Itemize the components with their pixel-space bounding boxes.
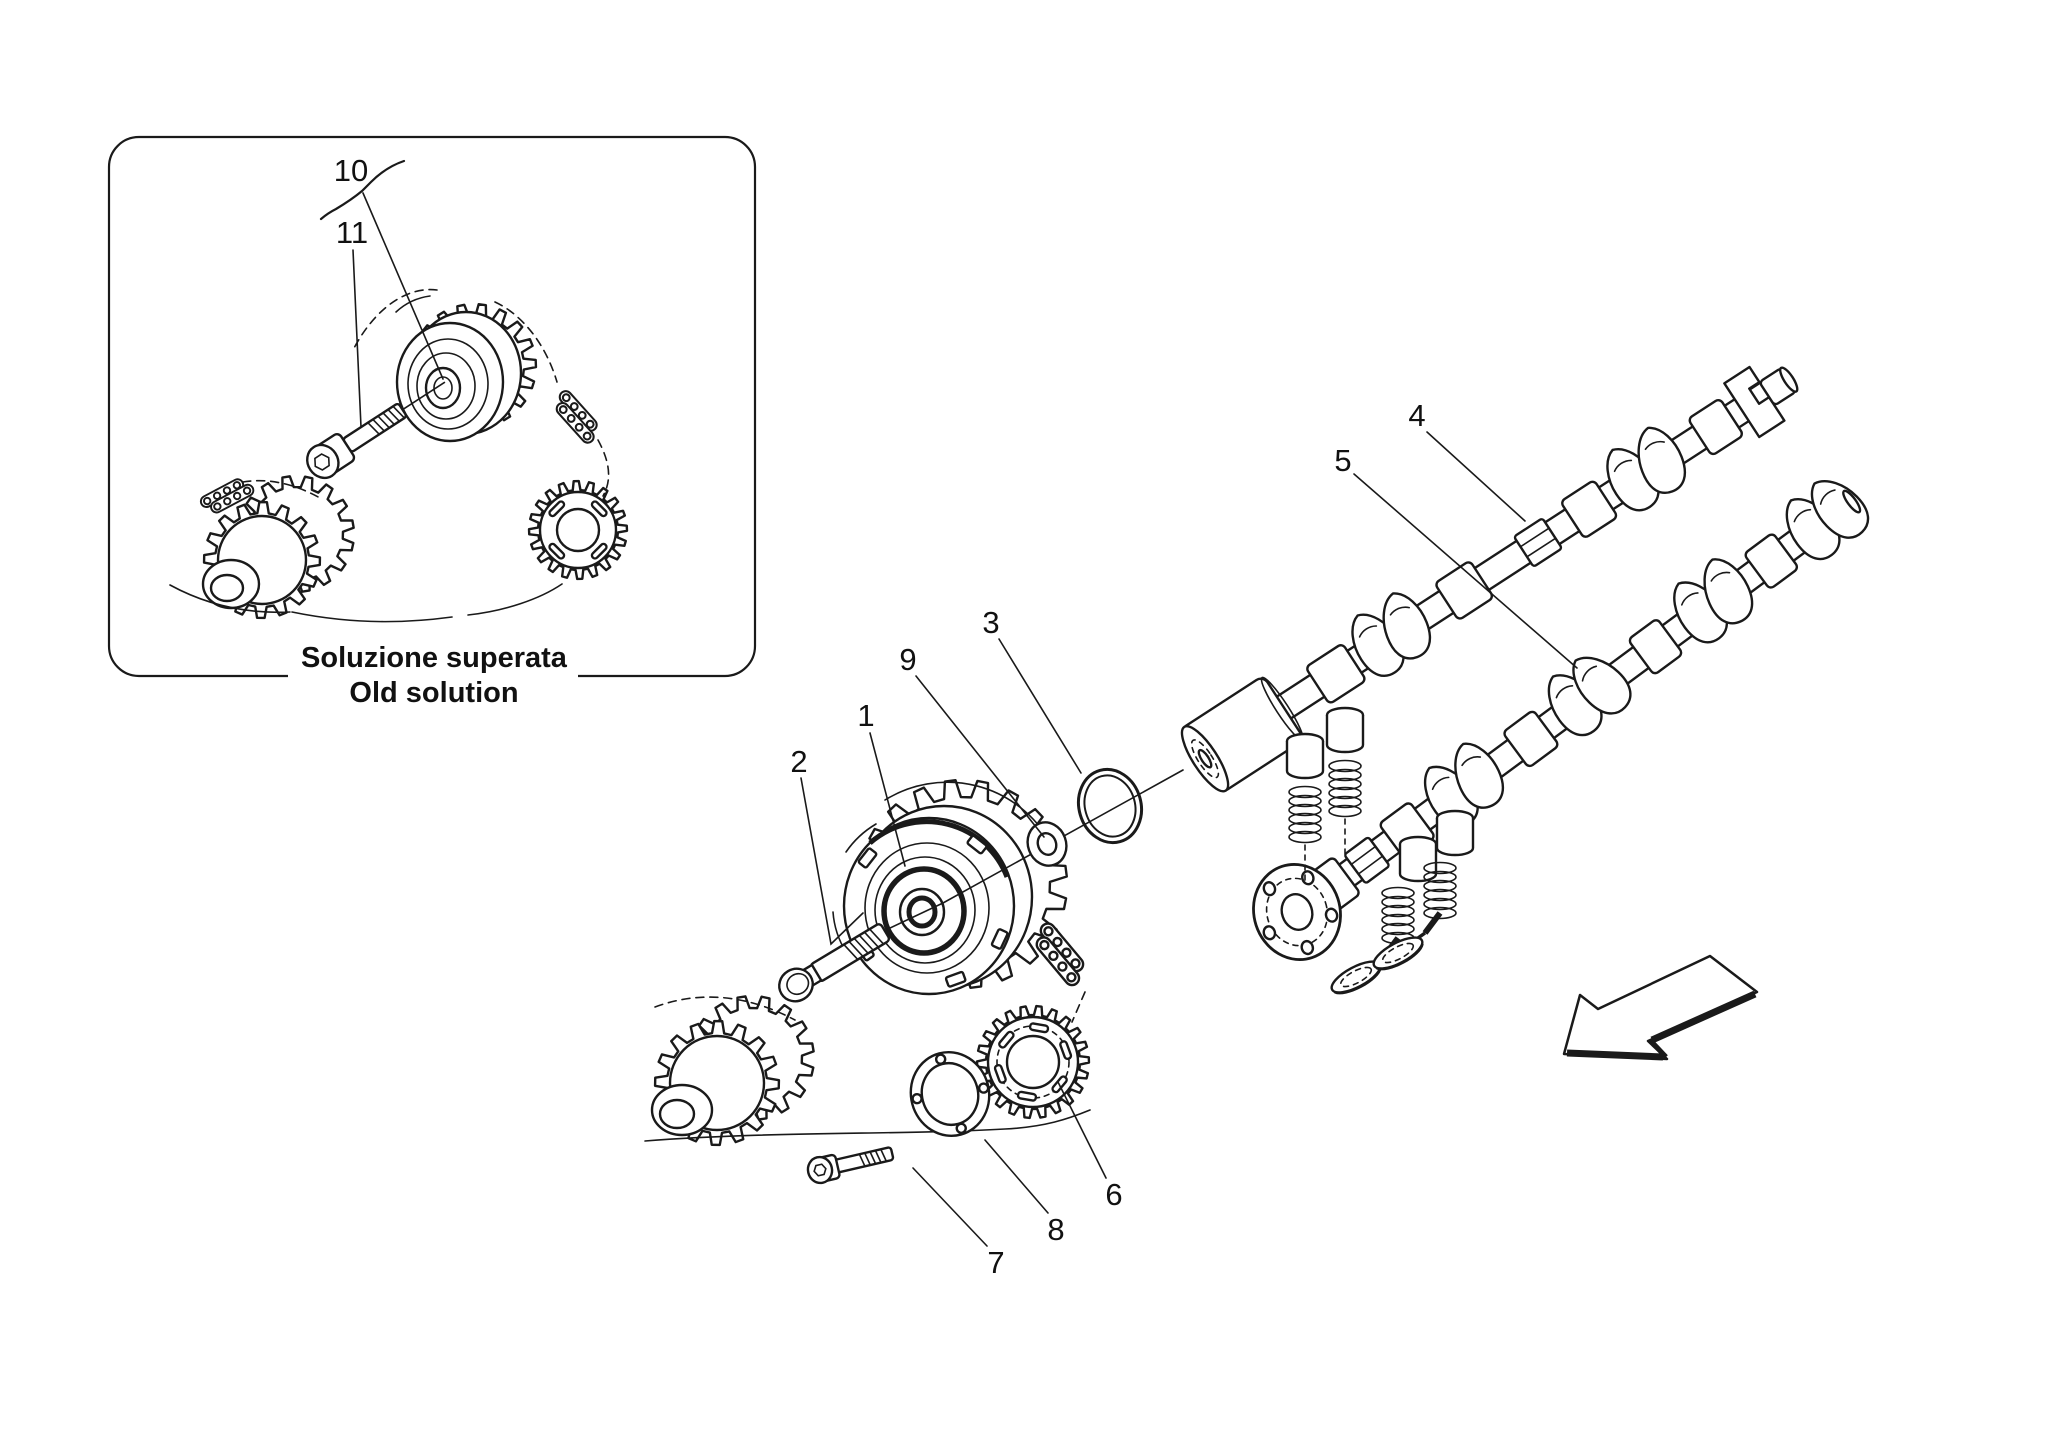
callouts: 1 2 3 4 5 6 7 8 9	[790, 398, 1578, 1280]
assembly-axis-line	[887, 902, 944, 930]
callout-label-11: 11	[336, 215, 368, 250]
leader-line-3	[998, 638, 1082, 774]
camshafts	[1180, 365, 1879, 1001]
leader-line-2	[800, 777, 864, 946]
callout-label-9: 9	[899, 642, 916, 677]
callout-label-10: 10	[334, 153, 368, 188]
inset-chain-path	[351, 288, 438, 353]
callout-label-5: 5	[1334, 443, 1351, 478]
inset-chain-path	[597, 439, 610, 497]
valve-spring	[1328, 759, 1362, 818]
callout-label-8: 8	[1047, 1212, 1064, 1247]
valve	[1368, 911, 1443, 977]
chain-path	[1071, 991, 1086, 1023]
leader-line-6	[1057, 1081, 1107, 1179]
crank-sprocket-cluster	[650, 995, 815, 1147]
camshaft-flange	[1252, 863, 1342, 961]
camshaft-sprocket	[975, 1004, 1091, 1120]
inset-bolt	[306, 381, 446, 480]
leader-line-11	[352, 249, 362, 428]
leader-line-8	[984, 1139, 1049, 1214]
leader-line-4	[1426, 431, 1526, 522]
old-solution-inset: 10 11 Soluzione superata Old solution	[107, 135, 757, 709]
direction-arrow-icon	[1562, 954, 1759, 1061]
center-bolt	[778, 923, 891, 1003]
leader-line-7	[912, 1167, 988, 1247]
callout-label-3: 3	[982, 605, 999, 640]
valve-spring	[1288, 785, 1322, 844]
flange-plate	[909, 1050, 991, 1138]
leader-line-9	[915, 675, 1045, 838]
bucket-tappet	[1325, 706, 1365, 754]
leader-line-10	[362, 192, 444, 380]
callout-brace	[319, 159, 406, 221]
callout-label-7: 7	[987, 1245, 1004, 1280]
inset-chain-path	[291, 611, 453, 623]
inset-caption-english: Old solution	[349, 677, 518, 709]
callout-label-2: 2	[790, 744, 807, 779]
inset-chain-path	[169, 584, 291, 614]
inset-chain-segment-right	[548, 387, 605, 447]
caption-mask	[288, 660, 578, 686]
main-exploded-view	[644, 767, 1184, 1185]
inset-old-variator	[395, 295, 538, 443]
socket-bolt	[806, 1146, 895, 1185]
inset-camshaft-sprocket	[527, 479, 629, 581]
inset-caption-italian: Soluzione superata	[301, 642, 568, 674]
valve-spring	[1381, 886, 1415, 945]
bucket-tappet	[1435, 809, 1475, 857]
washer	[1026, 821, 1068, 867]
callout-label-4: 4	[1408, 398, 1425, 433]
leader-line-5	[1353, 473, 1578, 669]
callout-label-1: 1	[857, 698, 874, 733]
callout-label-6: 6	[1105, 1177, 1122, 1212]
leader-line-1	[869, 732, 906, 867]
o-ring	[1077, 767, 1143, 845]
camshaft-upper	[1180, 365, 1799, 793]
valve-train	[1285, 706, 1475, 1001]
bucket-tappet	[1398, 835, 1438, 883]
bucket-tappet	[1285, 732, 1325, 780]
inset-chain-path	[467, 583, 563, 616]
vvt-actuator	[832, 779, 1068, 996]
inset-chain-path	[494, 301, 558, 383]
